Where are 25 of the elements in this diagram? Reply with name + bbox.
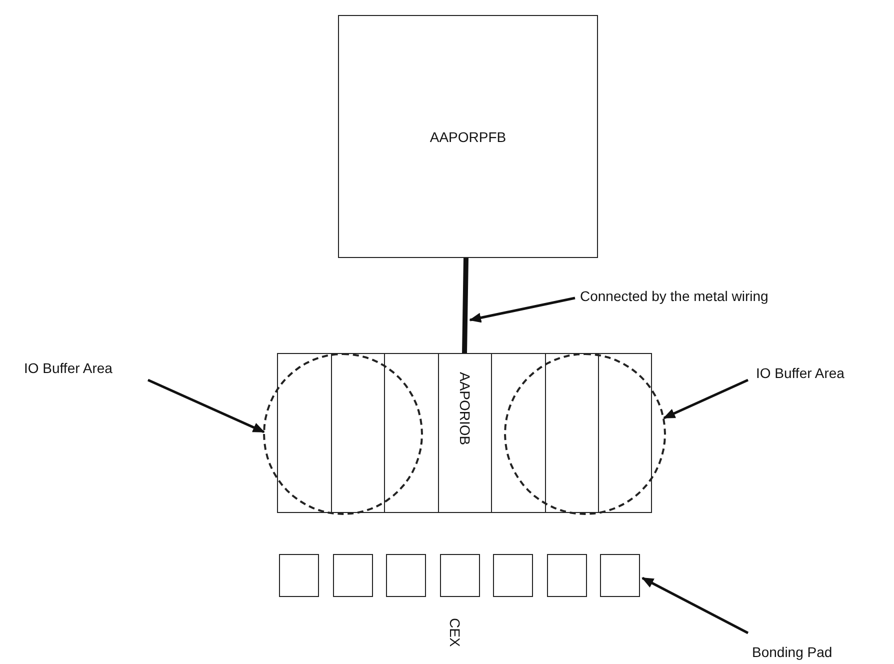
metal-wire (462, 258, 468, 354)
callout-text: IO Buffer Area (756, 361, 886, 385)
block-name: AAPORPFB (430, 128, 506, 144)
callout-text: IO Buffer Area (24, 356, 146, 380)
leader-line (469, 296, 576, 323)
bonding-pad (546, 554, 587, 597)
bonding-pad (386, 554, 426, 597)
leader-line (642, 576, 749, 634)
bonding-pad (600, 554, 640, 597)
bonding-pad (440, 554, 480, 597)
bonding-pad (493, 554, 534, 597)
buffer-cell (384, 353, 439, 513)
callout-text: Connected by the metal wiring (580, 284, 820, 308)
bonding-pad (332, 554, 373, 597)
io-area-circle (504, 353, 666, 515)
callout-text: Bonding Pad (752, 640, 862, 664)
buffer-cell (491, 353, 546, 513)
block-box (338, 15, 598, 258)
io-area-circle (263, 353, 423, 515)
leader-line (148, 378, 265, 434)
block-name: AAPORIOB (456, 372, 473, 446)
leader-line (663, 378, 749, 420)
buffer-cell (438, 353, 492, 513)
rotated-label: CEX (447, 618, 463, 647)
bonding-pad (279, 554, 319, 597)
